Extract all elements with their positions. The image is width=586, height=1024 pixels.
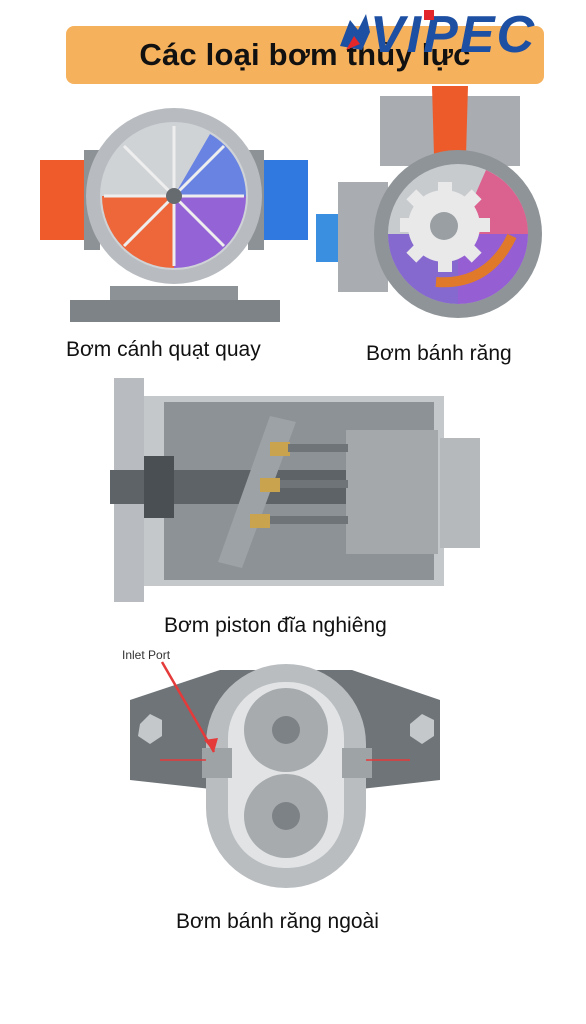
- vipec-logo: VIPEC: [336, 6, 568, 64]
- external-gear-pump-illustration: [110, 640, 462, 896]
- external-gear-pump-caption: Bơm bánh răng ngoài: [170, 908, 385, 936]
- gear-pump-illustration: [316, 86, 570, 318]
- vane-pump-caption: Bơm cánh quạt quay: [60, 336, 267, 364]
- gear-pump-caption: Bơm bánh răng: [360, 340, 518, 368]
- vane-pump-illustration: [40, 100, 308, 328]
- page-title: Các loại bơm thủy lực: [139, 37, 471, 72]
- inlet-port-label: Inlet Port: [122, 648, 171, 662]
- title-banner: Các loại bơm thủy lực: [66, 26, 544, 84]
- piston-pump-caption: Bơm piston đĩa nghiêng: [158, 612, 393, 640]
- piston-pump-illustration: [110, 378, 490, 606]
- svg-text:VIPEC: VIPEC: [370, 6, 536, 60]
